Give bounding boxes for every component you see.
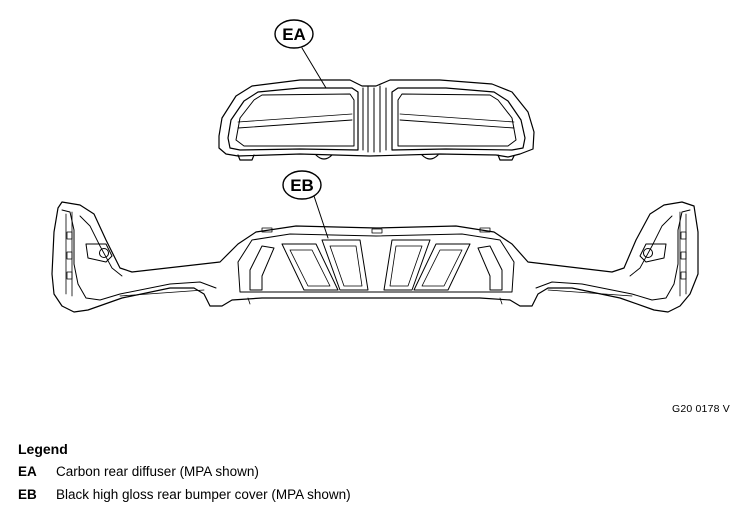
legend-description: Black high gloss rear bumper cover (MPA … [56, 487, 351, 502]
callout-ea-label: EA [282, 25, 306, 44]
carbon-rear-diffuser-drawing [218, 47, 535, 161]
parts-diagram: EA [51, 19, 699, 313]
callout-eb: EB [282, 170, 322, 200]
legend-item: EB Black high gloss rear bumper cover (M… [18, 487, 351, 502]
legend-title: Legend [18, 441, 68, 457]
callout-eb-label: EB [290, 176, 314, 195]
legend-description: Carbon rear diffuser (MPA shown) [56, 464, 259, 479]
legend-item: EA Carbon rear diffuser (MPA shown) [18, 464, 259, 479]
legend-code: EA [18, 464, 37, 479]
legend-code: EB [18, 487, 37, 502]
figure-reference: G20 0178 V [671, 403, 730, 415]
rear-bumper-cover-drawing [51, 195, 699, 313]
callout-ea: EA [274, 19, 314, 49]
